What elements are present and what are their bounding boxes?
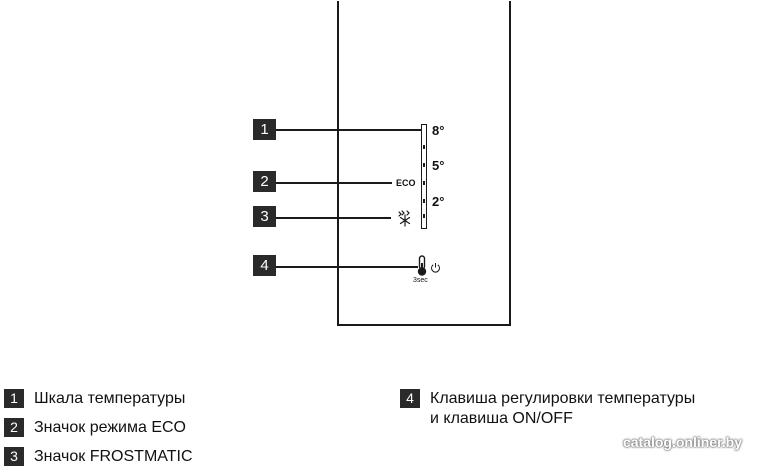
hold-time-label: 3sec bbox=[413, 277, 428, 284]
scale-tick bbox=[423, 145, 425, 149]
scale-label-8: 8° bbox=[432, 123, 445, 138]
legend-text: Шкала температуры bbox=[34, 390, 186, 407]
eco-mode-label: ECO bbox=[396, 178, 416, 188]
legend-item-3: 3 Значок FROSTMATIC bbox=[4, 447, 193, 466]
temperature-scale-bar bbox=[421, 124, 427, 229]
scale-tick bbox=[423, 163, 425, 167]
legend-number: 3 bbox=[4, 447, 24, 466]
power-icon bbox=[431, 263, 440, 273]
scale-label-2: 2° bbox=[432, 194, 445, 209]
callout-3: 3 bbox=[253, 206, 276, 227]
legend-item-1: 1 Шкала температуры bbox=[4, 389, 185, 408]
legend-number: 1 bbox=[4, 389, 24, 408]
thermometer-icon[interactable] bbox=[416, 255, 428, 277]
scale-tick bbox=[423, 214, 425, 218]
callout-1: 1 bbox=[253, 119, 276, 140]
legend-number: 4 bbox=[400, 389, 420, 408]
scale-tick bbox=[423, 199, 425, 203]
legend-text: Клавиша регулировки температуры bbox=[430, 390, 696, 407]
leader-line-4 bbox=[276, 266, 418, 268]
snowflake-icon bbox=[398, 210, 411, 227]
legend-item-2: 2 Значок режима ECO bbox=[4, 418, 186, 437]
watermark-text: catalog.onliner.by bbox=[622, 434, 742, 450]
legend-text: Значок FROSTMATIC bbox=[34, 448, 193, 465]
callout-4: 4 bbox=[253, 255, 276, 276]
legend-number: 2 bbox=[4, 418, 24, 437]
leader-line-1 bbox=[276, 129, 421, 131]
leader-line-3 bbox=[276, 217, 391, 219]
scale-tick bbox=[423, 181, 425, 185]
leader-line-2 bbox=[276, 182, 392, 184]
legend-text: Значок режима ECO bbox=[34, 419, 186, 436]
legend-item-4: 4 Клавиша регулировки температуры bbox=[400, 389, 695, 408]
callout-2: 2 bbox=[253, 171, 276, 192]
scale-label-5: 5° bbox=[432, 158, 445, 173]
legend-text-line-2: и клавиша ON/OFF bbox=[430, 410, 573, 427]
